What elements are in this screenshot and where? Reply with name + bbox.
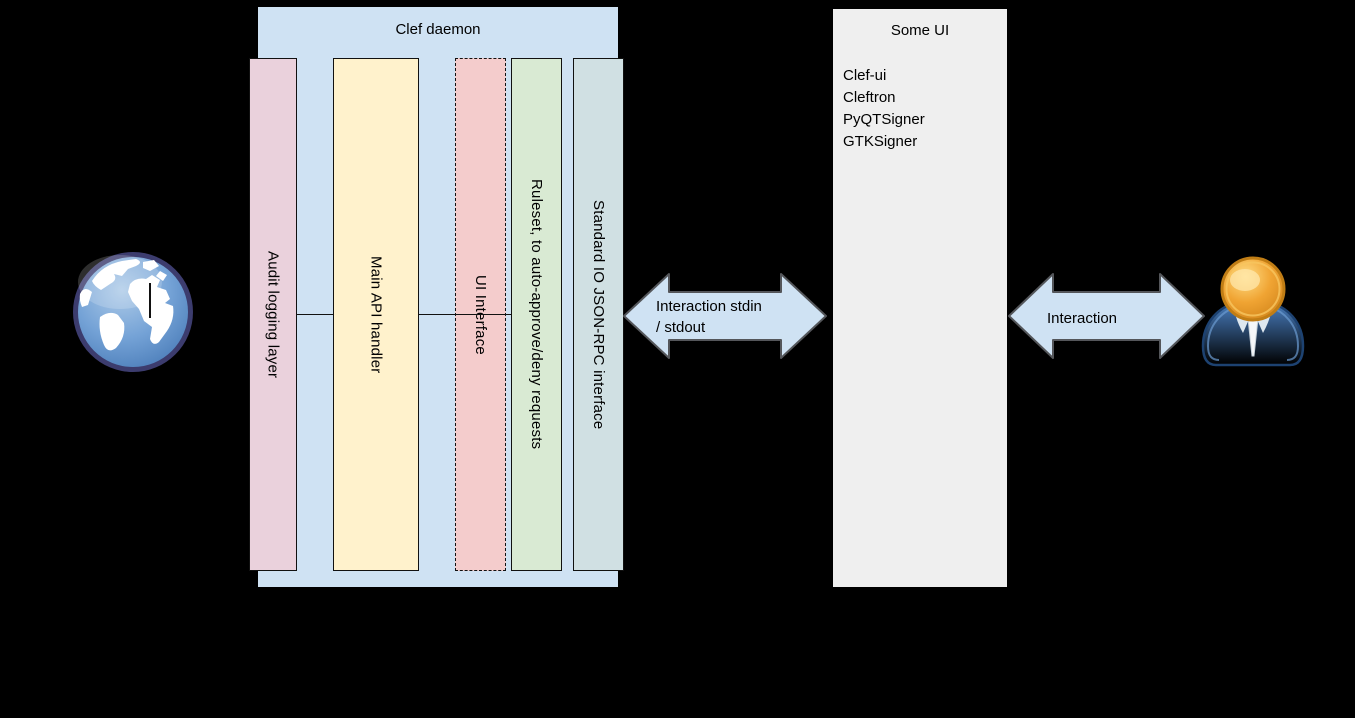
- layer-label: Ruleset, to auto-approve/deny requests: [528, 179, 545, 450]
- connector-line: [419, 314, 511, 315]
- clef-daemon-box: Clef daemon: [258, 7, 618, 587]
- some-ui-item: Cleftron: [843, 89, 896, 106]
- double-arrow-interaction: [1008, 273, 1205, 359]
- some-ui-item: PyQTSigner: [843, 111, 925, 128]
- arrow-label-stdio: Interaction stdin / stdout: [656, 296, 806, 338]
- user-icon: [1201, 256, 1305, 367]
- layer-label: Standard IO JSON-RPC interface: [590, 199, 607, 430]
- layer-label: Audit logging layer: [264, 250, 282, 379]
- connector-line: [297, 314, 333, 315]
- some-ui-list: Clef-ui Cleftron PyQTSigner GTKSigner: [843, 65, 925, 153]
- some-ui-item: GTKSigner: [843, 133, 918, 150]
- arrow-label-line1: Interaction stdin: [656, 298, 762, 315]
- globe-connector-line: [149, 283, 151, 318]
- layer-main-api-handler: Main API handler: [333, 58, 419, 571]
- clef-daemon-title: Clef daemon: [395, 21, 481, 38]
- layer-audit-logging: Audit logging layer: [249, 58, 297, 571]
- arrow-label-line2: / stdout: [656, 319, 706, 336]
- globe-icon: [73, 252, 193, 372]
- layer-label: Main API handler: [367, 255, 385, 374]
- some-ui-title: Some UI: [890, 22, 950, 39]
- double-arrow-stdio: [623, 273, 827, 359]
- layer-stdio-jsonrpc: Standard IO JSON-RPC interface: [573, 58, 624, 571]
- layer-ruleset: Ruleset, to auto-approve/deny requests: [511, 58, 562, 571]
- some-ui-item: Clef-ui: [843, 67, 887, 84]
- some-ui-box: Some UI Clef-ui Cleftron PyQTSigner GTKS…: [833, 9, 1007, 587]
- arrow-label-interaction: Interaction: [1046, 310, 1118, 327]
